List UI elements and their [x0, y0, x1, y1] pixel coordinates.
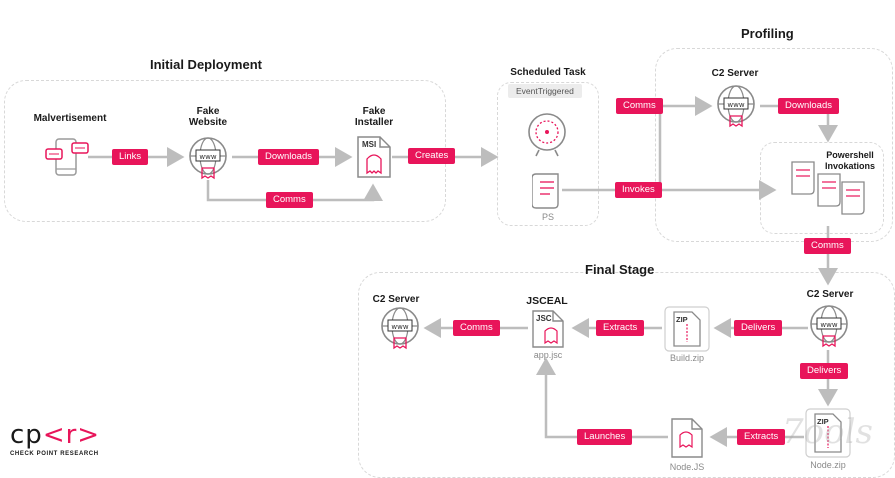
jsc-file-icon: JSC [532, 310, 564, 348]
profiling-section [655, 48, 893, 242]
edge-label-downloads-2: Downloads [778, 98, 839, 114]
edge-label-extracts-1: Extracts [596, 320, 645, 336]
edge-label-launches: Launches [577, 429, 633, 445]
edge-label-creates: Creates [408, 148, 456, 164]
node-zip-caption: Node.zip [810, 460, 846, 470]
c2-globe-icon: www [717, 85, 755, 128]
mobile-ads-icon [45, 138, 89, 176]
jsceal-label: JSCEAL [526, 295, 568, 307]
logo-subtitle: CHECK POINT RESEARCH [10, 451, 99, 457]
edge-label-comms-2: Comms [616, 98, 663, 114]
svg-text:www: www [199, 153, 216, 161]
svg-text:MSI: MSI [362, 140, 376, 149]
svg-text:www: www [391, 323, 408, 331]
edge-label-comms-1: Comms [266, 192, 313, 208]
edge-label-links: Links [112, 149, 149, 165]
powershell-script-icon [532, 173, 559, 209]
edge-label-delivers-2: Delivers [800, 363, 849, 379]
logo-cp: cp [10, 420, 43, 450]
scheduled-task-label: Scheduled Task [510, 67, 586, 78]
svg-text:www: www [727, 101, 744, 109]
edge-label-invokes: Invokes [615, 182, 662, 198]
nodejs-file-icon [671, 418, 703, 458]
svg-text:ZIP: ZIP [676, 315, 688, 324]
edge-label-delivers-1: Delivers [734, 320, 783, 336]
logo-r: <r> [42, 420, 101, 450]
globe-www-icon: www [189, 137, 227, 180]
c2-final-right-globe-icon: www [810, 305, 848, 348]
profiling-title: Profiling [741, 26, 794, 41]
powershell-invokations-label: Powershell Invokations [824, 150, 875, 171]
c2-server-final-right-label: C2 Server [806, 289, 854, 300]
nodejs-caption: Node.JS [669, 462, 705, 472]
msi-file-icon: MSI [357, 136, 391, 178]
c2-server-profiling-label: C2 Server [711, 68, 759, 79]
edge-label-comms-3: Comms [804, 238, 851, 254]
check-point-research-logo: cp<r> CHECK POINT RESEARCH [10, 420, 100, 457]
final-stage-title: Final Stage [585, 262, 655, 277]
fake-installer-label: Fake Installer [354, 106, 394, 128]
edge-label-extracts-2: Extracts [737, 429, 786, 445]
initial-deployment-title: Initial Deployment [150, 57, 262, 72]
build-zip-icon: ZIP [664, 306, 710, 352]
edge-label-comms-4: Comms [453, 320, 500, 336]
svg-text:www: www [820, 321, 837, 329]
logo-wordmark: cp<r> [10, 420, 100, 450]
svg-text:ZIP: ZIP [817, 417, 829, 426]
event-triggered-tag: EventTriggered [508, 84, 582, 98]
powershell-scripts-stack-icon [791, 161, 865, 215]
edge-launches [536, 357, 668, 439]
malvertisement-label: Malvertisement [33, 113, 107, 124]
c2-final-left-globe-icon: www [381, 307, 419, 350]
node-zip-icon: ZIP [805, 408, 851, 458]
edge-comms-2 [658, 96, 713, 190]
clock-timer-icon [528, 113, 566, 157]
watermark: 7ools [782, 412, 873, 452]
ps-caption: PS [541, 212, 554, 222]
app-jsc-caption: app.jsc [533, 350, 563, 360]
edge-label-downloads-1: Downloads [258, 149, 319, 165]
fake-website-label: Fake Website [188, 106, 228, 128]
svg-text:JSC: JSC [536, 314, 552, 323]
build-zip-caption: Build.zip [669, 353, 705, 363]
c2-server-final-left-label: C2 Server [372, 294, 420, 305]
